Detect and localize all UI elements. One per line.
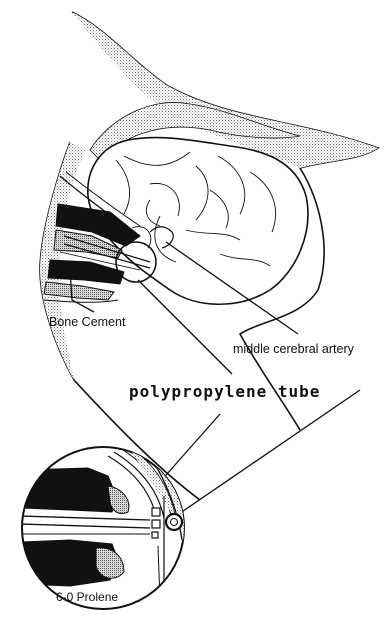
label-bone-cement: Bone Cement: [49, 315, 126, 329]
label-inset-cement: cement: [50, 487, 90, 501]
label-polypropylene-tube: polypropylene tube: [129, 382, 320, 401]
label-middle-cerebral-artery: middle cerebral artery: [233, 342, 355, 356]
inset-detail: [20, 440, 200, 609]
label-prolene: 6-0 Prolene: [56, 590, 118, 604]
label-inset-bone: Bone: [53, 473, 81, 487]
